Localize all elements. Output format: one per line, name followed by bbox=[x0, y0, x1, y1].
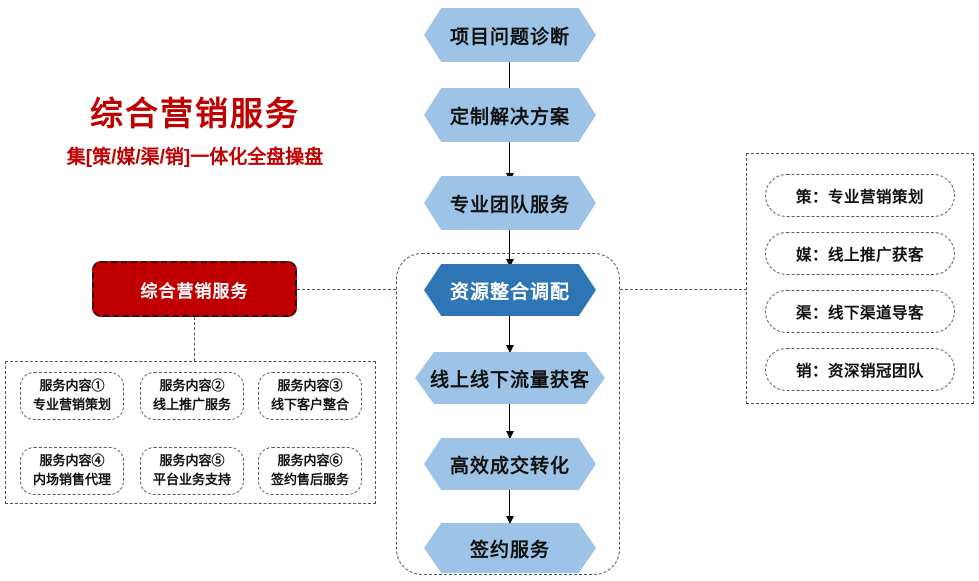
service-item-6-title: 服务内容⑥ bbox=[277, 453, 343, 469]
service-item-3-title: 服务内容③ bbox=[277, 378, 343, 394]
flow-step-5[interactable]: 线上线下流量获客 bbox=[415, 352, 605, 404]
sub-title: 集[策/媒/渠/销]一体化全盘操盘 bbox=[66, 146, 324, 168]
service-item-2-desc: 线上推广服务 bbox=[152, 397, 231, 412]
service-item-3-desc: 线下客户整合 bbox=[270, 397, 349, 412]
pillar-item-1[interactable]: 策：专业营销策划 bbox=[765, 174, 955, 217]
flow-arrow-2 bbox=[505, 142, 514, 181]
service-item-5[interactable]: 服务内容⑤ 平台业务支持 bbox=[140, 447, 244, 495]
service-item-1-title: 服务内容① bbox=[39, 378, 105, 394]
service-item-2[interactable]: 服务内容② 线上推广服务 bbox=[140, 372, 244, 420]
connector-hub-to-flow bbox=[297, 289, 396, 290]
service-item-4-title: 服务内容④ bbox=[39, 453, 105, 469]
service-item-4-desc: 内场销售代理 bbox=[32, 472, 111, 487]
flow-step-1[interactable]: 项目问题诊断 bbox=[424, 8, 596, 62]
title-block: 综合营销服务 集[策/媒/渠/销]一体化全盘操盘 bbox=[30, 95, 360, 169]
services-container bbox=[5, 361, 376, 504]
flow-step-6[interactable]: 高效成交转化 bbox=[424, 438, 596, 490]
main-title: 综合营销服务 bbox=[90, 95, 300, 132]
service-item-6-desc: 签约售后服务 bbox=[270, 472, 349, 487]
pillar-item-4[interactable]: 销：资深销冠团队 bbox=[765, 348, 955, 391]
service-item-4[interactable]: 服务内容④ 内场销售代理 bbox=[20, 447, 124, 495]
flow-step-4[interactable]: 资源整合调配 bbox=[424, 264, 596, 316]
pillar-item-2[interactable]: 媒：线上推广获客 bbox=[765, 232, 955, 275]
core-flow-container bbox=[396, 253, 620, 575]
flow-arrow-4 bbox=[505, 316, 514, 353]
connector-flow-to-pillars bbox=[620, 289, 747, 290]
service-item-5-desc: 平台业务支持 bbox=[152, 472, 231, 487]
service-item-2-title: 服务内容② bbox=[159, 378, 225, 394]
flow-arrow-6 bbox=[505, 490, 514, 524]
service-item-1-desc: 专业营销策划 bbox=[32, 397, 111, 412]
service-item-6[interactable]: 服务内容⑥ 签约售后服务 bbox=[258, 447, 362, 495]
service-item-5-title: 服务内容⑤ bbox=[159, 453, 225, 469]
connector-hub-to-services bbox=[194, 317, 195, 361]
pillars-container bbox=[746, 153, 974, 404]
hub-box[interactable]: 综合营销服务 bbox=[92, 261, 297, 317]
service-item-3[interactable]: 服务内容③ 线下客户整合 bbox=[258, 372, 362, 420]
pillar-item-3[interactable]: 渠：线下渠道导客 bbox=[765, 290, 955, 333]
flow-arrow-3 bbox=[505, 230, 514, 267]
flow-arrow-5 bbox=[505, 404, 514, 439]
flow-step-7[interactable]: 签约服务 bbox=[424, 523, 596, 573]
flow-step-2[interactable]: 定制解决方案 bbox=[424, 88, 596, 142]
flow-step-3[interactable]: 专业团队服务 bbox=[424, 176, 596, 230]
service-item-1[interactable]: 服务内容① 专业营销策划 bbox=[20, 372, 124, 420]
